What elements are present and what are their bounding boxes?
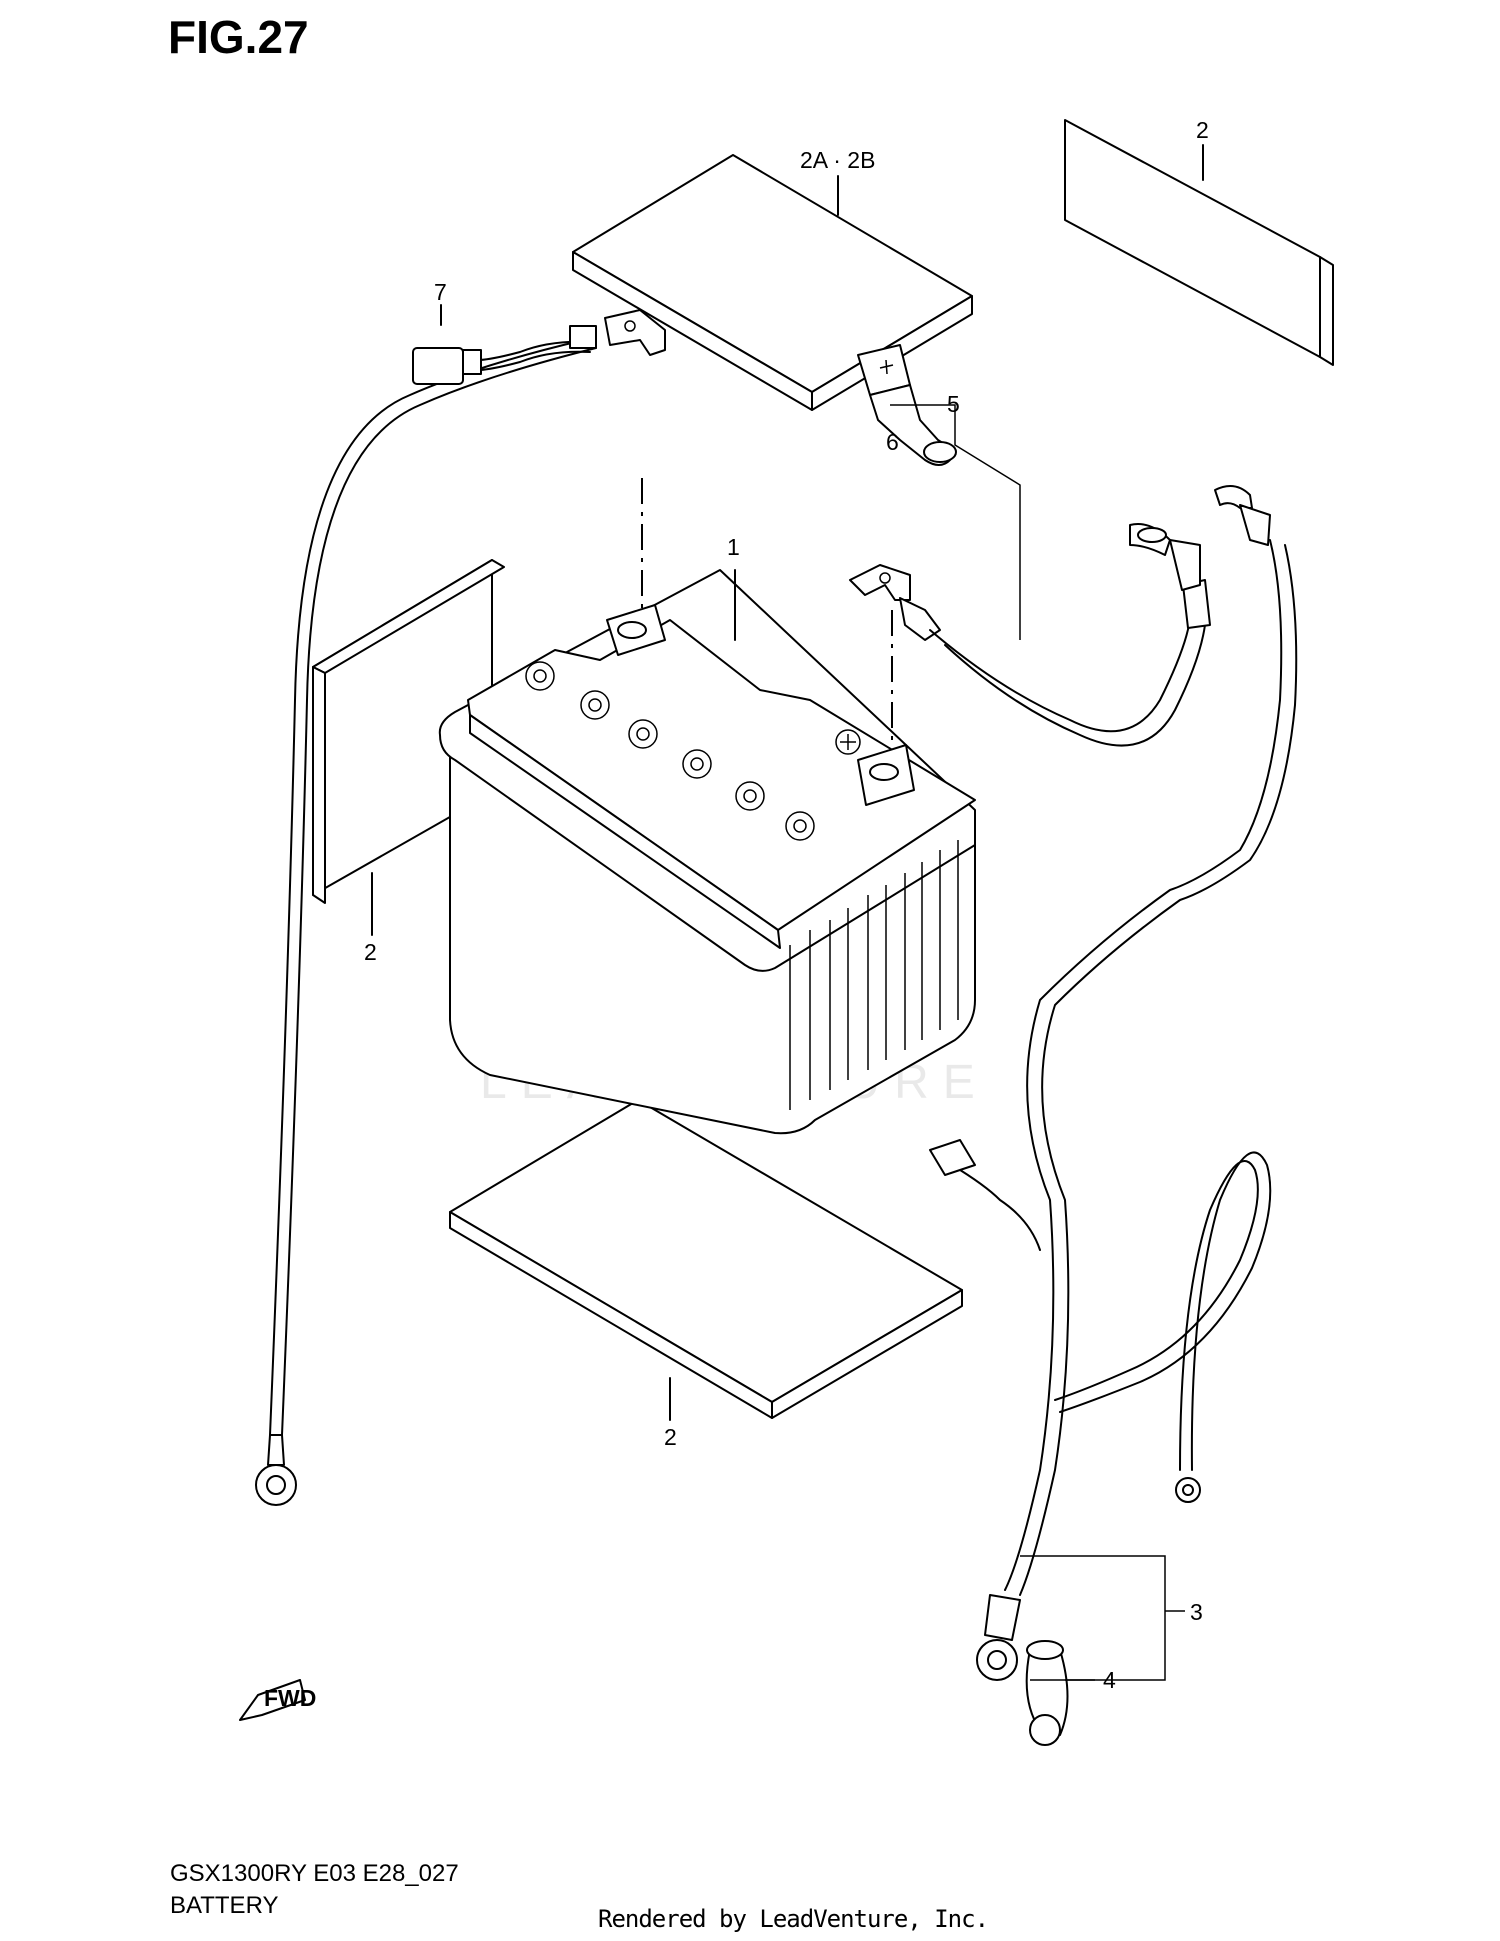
callout-2-right: 2	[1196, 117, 1209, 143]
fwd-label: FWD	[264, 1685, 316, 1711]
positive-cable-part	[849, 523, 1211, 747]
callout-2-left: 2	[364, 939, 377, 965]
callout-3: 3	[1190, 1599, 1203, 1625]
bottom-pad-part	[449, 1099, 963, 1421]
model-code: GSX1300RY E03 E28_027	[170, 1860, 459, 1887]
harness-cable-part	[255, 304, 666, 1506]
section-name: BATTERY	[170, 1892, 279, 1919]
forward-arrow-icon: FWD	[239, 1679, 316, 1721]
cell-caps	[525, 661, 815, 841]
callout-2-bottom: 2	[664, 1424, 677, 1450]
callout-7: 7	[434, 279, 447, 305]
top-plate-part	[572, 154, 973, 411]
callout-5: 5	[947, 391, 960, 417]
cell-ribs	[789, 840, 959, 1110]
figure-title: FIG.27	[168, 11, 309, 63]
battery-part	[438, 569, 976, 1135]
callout-1: 1	[727, 534, 740, 560]
negative-cable-part	[929, 485, 1298, 1681]
callout-6: 6	[886, 429, 899, 455]
callout-2a-2b: 2A · 2B	[800, 147, 875, 173]
right-pad-part	[1064, 119, 1334, 366]
callout-4: 4	[1103, 1667, 1116, 1693]
terminal-boot-part	[1025, 1640, 1069, 1746]
left-pad-part	[312, 559, 505, 936]
render-credit: Rendered by LeadVenture, Inc.	[598, 1905, 989, 1933]
